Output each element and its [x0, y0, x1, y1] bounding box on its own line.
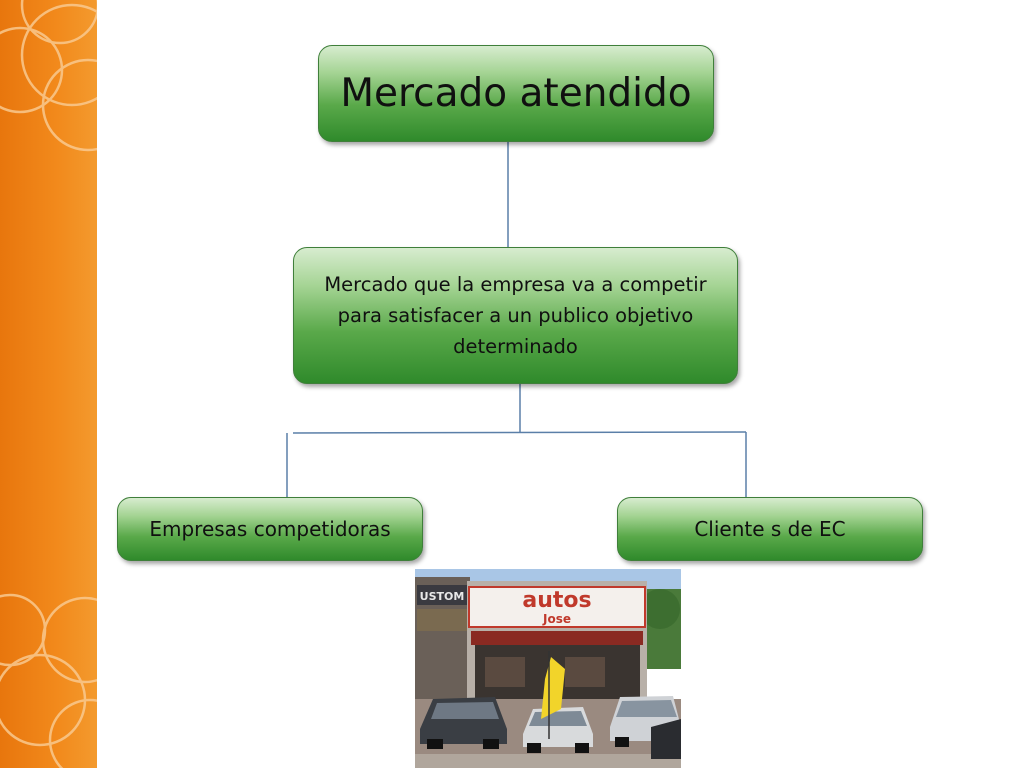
side-decoration — [0, 0, 97, 768]
dealer-sign-subtext: Jose — [542, 612, 571, 626]
node-clientes: Cliente s de EC — [617, 497, 923, 561]
dealer-sign-text: autos — [522, 588, 591, 613]
node-label: Mercado que la empresa va a competir par… — [324, 273, 707, 358]
node-label: Mercado atendido — [340, 71, 692, 116]
node-mercado-definicion: Mercado que la empresa va a competir par… — [293, 247, 738, 384]
side-sign-text: USTOM — [420, 590, 465, 603]
node-mercado-atendido: Mercado atendido — [318, 45, 714, 142]
node-label: Empresas competidoras — [149, 517, 391, 541]
connector-horizontal — [292, 431, 747, 434]
car-2 — [523, 707, 593, 753]
car-1 — [420, 697, 507, 749]
node-empresas-competidoras: Empresas competidoras — [117, 497, 423, 561]
car-dealership-photo: USTOM autos Jose — [415, 569, 681, 768]
ring-pattern-icon — [0, 0, 97, 768]
node-label: Cliente s de EC — [694, 517, 846, 541]
